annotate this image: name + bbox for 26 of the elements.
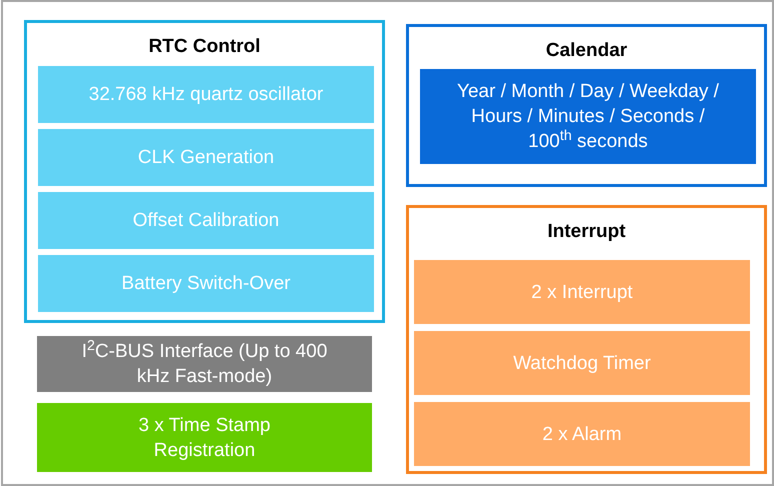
group-panel (406, 24, 767, 187)
feature-box (414, 260, 750, 324)
feature-label: 32.768 kHz quartz oscillator (88, 83, 324, 107)
feature-label: Watchdog Timer (513, 352, 651, 376)
feature-label: 2 x Interrupt (531, 280, 633, 304)
group-panel (24, 20, 385, 323)
group-panel (406, 205, 767, 474)
feature-box (420, 69, 756, 164)
group-title: RTC Control (148, 35, 262, 59)
feature-label: Offset Calibration (132, 209, 280, 233)
feature-box (37, 403, 372, 472)
feature-label: 3 x Time Stamp Registration (138, 414, 272, 462)
feature-label: CLK Generation (138, 146, 274, 170)
feature-label: Battery Switch-Over (122, 272, 290, 296)
feature-box (414, 331, 750, 395)
feature-box (37, 336, 372, 392)
feature-box (38, 129, 374, 186)
feature-label: 2 x Alarm (542, 422, 622, 446)
feature-box (38, 192, 374, 249)
group-title: Calendar (544, 39, 628, 63)
feature-label: I$^{2}$C-BUS Interface (Up to 400 kHz Fast-mode) (80, 339, 328, 389)
feature-box (38, 255, 374, 312)
feature-box (414, 402, 750, 466)
feature-label: Year / Month / Day / Weekday / Hours / Minutes / Seconds / 100$^{th}$ seconds (456, 80, 720, 154)
feature-box (38, 66, 374, 123)
group-title: Interrupt (546, 220, 627, 244)
